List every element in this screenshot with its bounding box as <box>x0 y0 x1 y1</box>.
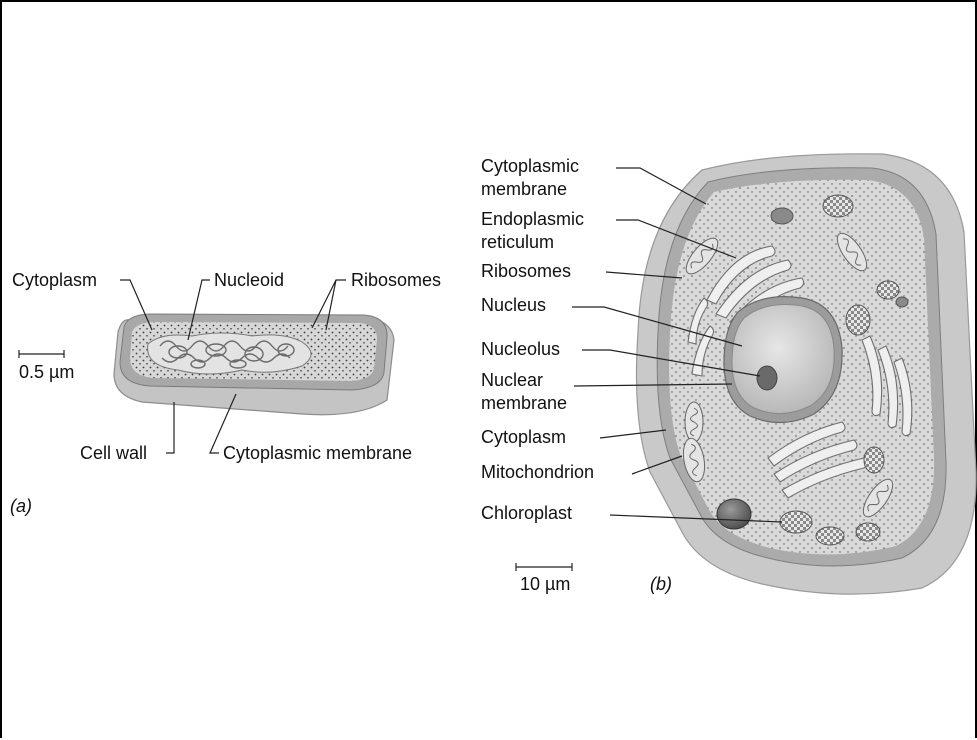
label-cytoplasmic-membrane-b2: membrane <box>481 179 567 199</box>
dark-vacuole <box>717 499 751 529</box>
label-nucleolus: Nucleolus <box>481 339 560 359</box>
label-endoplasmic-reticulum-2: reticulum <box>481 232 554 252</box>
label-cytoplasmic-membrane-a: Cytoplasmic membrane <box>223 443 412 463</box>
nucleoid <box>148 333 311 374</box>
scale-label-b: 10 µm <box>520 574 570 594</box>
scale-bar-a <box>19 350 64 358</box>
prokaryotic-cell: Cytoplasm Nucleoid Ribosomes Cell wall C… <box>10 270 441 516</box>
panel-tag-b: (b) <box>650 574 672 594</box>
panel-tag-a: (a) <box>10 496 32 516</box>
label-endoplasmic-reticulum-1: Endoplasmic <box>481 209 584 229</box>
nucleolus-shape <box>757 366 777 390</box>
scale-label-a: 0.5 µm <box>19 362 74 382</box>
label-nucleus: Nucleus <box>481 295 546 315</box>
scale-bar-b <box>516 563 572 571</box>
label-nuclear-membrane-1: Nuclear <box>481 370 543 390</box>
label-ribosomes-a: Ribosomes <box>351 270 441 290</box>
nuclear-membrane-shape <box>732 305 834 414</box>
label-nucleoid: Nucleoid <box>214 270 284 290</box>
label-cytoplasmic-membrane-b1: Cytoplasmic <box>481 156 579 176</box>
label-cell-wall: Cell wall <box>80 443 147 463</box>
label-chloroplast: Chloroplast <box>481 503 572 523</box>
nucleus <box>724 297 842 423</box>
label-cytoplasm-b: Cytoplasm <box>481 427 566 447</box>
label-ribosomes-b: Ribosomes <box>481 261 571 281</box>
leader-cell-wall <box>166 402 174 453</box>
label-mitochondrion: Mitochondrion <box>481 462 594 482</box>
eukaryotic-cell: Cytoplasmic membrane Endoplasmic reticul… <box>481 154 976 594</box>
label-nuclear-membrane-2: membrane <box>481 393 567 413</box>
label-cytoplasm-a: Cytoplasm <box>12 270 97 290</box>
